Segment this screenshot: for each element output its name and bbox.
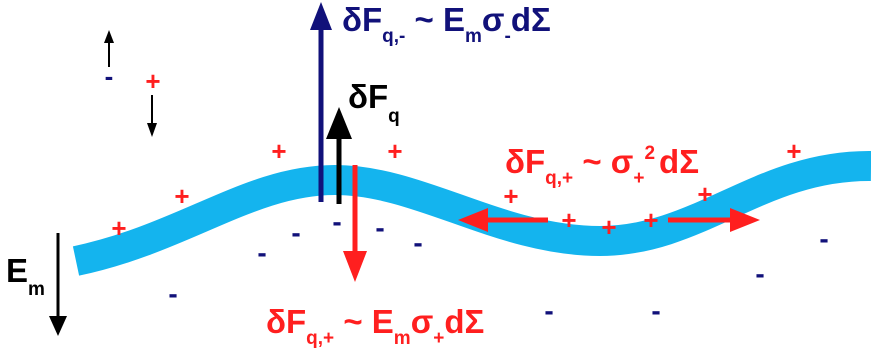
plus-charge: +: [503, 181, 518, 211]
minus-charge: -: [332, 206, 341, 237]
plus-charge: +: [561, 205, 576, 235]
label-net-force: δFq: [348, 78, 400, 127]
plus-charge: +: [271, 136, 286, 166]
minus-charge: -: [651, 295, 660, 326]
force-plus-down-arrow-head: [343, 251, 367, 282]
plus-charge: +: [697, 179, 712, 209]
minus-charge: -: [413, 227, 422, 258]
legend-down-arrow-head: [147, 123, 157, 137]
legend-minus: -: [105, 61, 114, 91]
minus-charge: -: [755, 258, 764, 289]
plus-charge: +: [387, 136, 402, 166]
minus-charge: -: [819, 223, 828, 254]
label-field: Em: [6, 252, 45, 300]
plus-charge: +: [174, 181, 189, 211]
minus-charge: -: [375, 212, 384, 243]
membrane-band: [76, 166, 871, 261]
plus-charge: +: [786, 136, 801, 166]
plus-charge: +: [111, 213, 126, 243]
field-arrow-head: [49, 316, 67, 336]
legend-up-arrow-head: [104, 30, 114, 43]
minus-charge: -: [291, 217, 300, 248]
label-force-plus-field: δFq,+ ~ Emσ+dΣ: [266, 303, 484, 349]
plus-charge: +: [601, 212, 616, 242]
minus-charge: -: [544, 295, 553, 326]
plus-charge: +: [643, 205, 658, 235]
force-minus-arrow-head: [310, 2, 332, 30]
minus-charge: -: [168, 278, 177, 309]
label-force-minus: δFq,- ~ Emσ-dΣ: [342, 1, 551, 47]
legend-plus: +: [145, 66, 160, 96]
minus-charge: -: [257, 237, 266, 268]
